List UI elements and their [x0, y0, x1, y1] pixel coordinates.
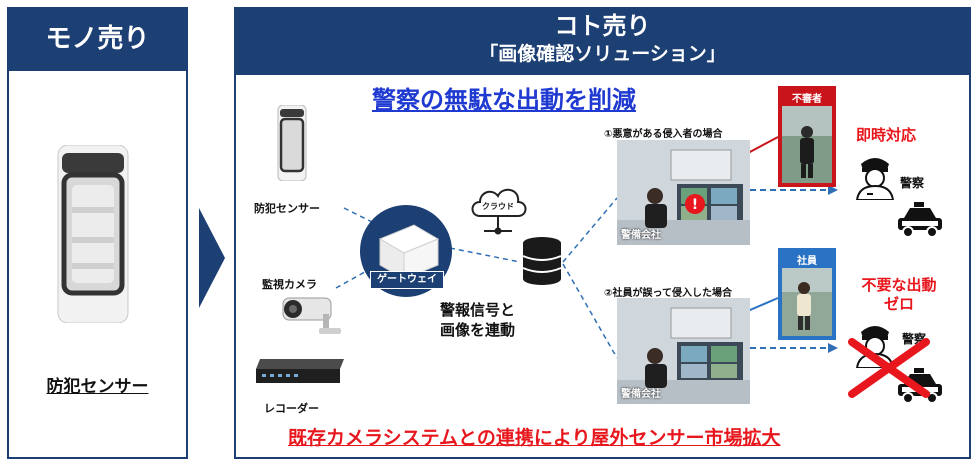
case2-scene-image: 警備会社: [617, 298, 750, 404]
device-label-sensor: 防犯センサー: [254, 202, 320, 215]
transition-arrow: [197, 208, 227, 308]
case1-badge-label: 不審者: [792, 94, 822, 105]
cloud-icon: クラウド: [466, 182, 530, 236]
footer-statement: 既存カメラシステムとの連携により屋外センサー市場拡大: [288, 427, 781, 449]
cancel-cross-icon: [846, 338, 932, 398]
device-label-camera: 監視カメラ: [262, 278, 317, 291]
case1-police-officer-icon: [853, 150, 897, 200]
gateway-label: ゲートウェイ: [370, 271, 444, 289]
case2-result-line2: ゼロ: [883, 295, 914, 313]
case2-title: ②社員が誤って侵入した場合: [604, 288, 732, 299]
recorder-device-image: [252, 355, 348, 387]
employee-photo: [782, 268, 832, 336]
koto-uri-panel: [234, 7, 971, 459]
camera-device-image: [279, 292, 345, 338]
svg-text:!: !: [692, 197, 698, 213]
product-sensor-image: [52, 145, 134, 323]
gateway-node: ゲートウェイ: [360, 205, 452, 297]
case1-security-company: 警備会社: [621, 230, 661, 241]
case2-badge-frame: 社員: [778, 248, 836, 340]
headline: 警察の無駄な出動を削減: [372, 86, 636, 114]
case2-result: 不要な出動 ゼロ: [851, 276, 947, 314]
database-icon: [521, 236, 563, 286]
case1-result: 即時対応: [856, 126, 917, 144]
link-text-line1: 警報信号と: [440, 301, 516, 319]
koto-uri-header: コト売り 「画像確認ソリューション」: [234, 7, 971, 75]
mono-uri-header: モノ売り: [7, 7, 188, 71]
case1-police-car-icon: [896, 200, 944, 240]
case1-badge-frame: 不審者: [778, 86, 836, 187]
solution-subtitle: 「画像確認ソリューション」: [479, 43, 726, 65]
link-text: 警報信号と 画像を連動: [440, 300, 515, 340]
koto-uri-title: コト売り: [554, 12, 651, 40]
case1-scene-image: ! 警備会社: [617, 140, 750, 245]
intruder-photo: [782, 106, 832, 183]
case1-police-label: 警察: [900, 176, 925, 190]
link-text-line2: 画像を連動: [440, 321, 516, 339]
case2-security-company: 警備会社: [621, 389, 661, 400]
cloud-label: クラウド: [482, 202, 514, 211]
case2-result-line1: 不要な出動: [861, 276, 937, 294]
case1-title: ①悪意がある侵入者の場合: [604, 129, 723, 140]
sensor-device-image: [276, 105, 308, 181]
case2-badge-label: 社員: [797, 256, 817, 267]
product-label: 防犯センサー: [46, 377, 149, 397]
device-label-recorder: レコーダー: [264, 402, 319, 415]
